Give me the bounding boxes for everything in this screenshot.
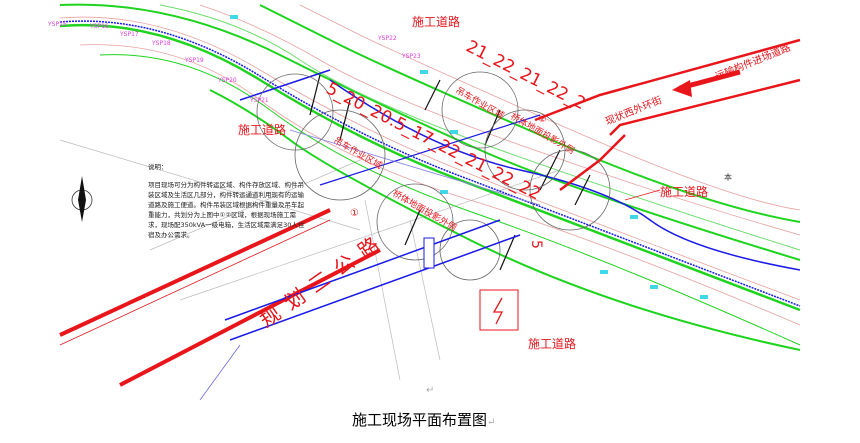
notes-heading: 说明：: [148, 163, 168, 171]
lightning-icon: [492, 297, 504, 325]
site-plan-drawing: YSP15 YSP16 YSP17 YSP18 YSP19 YSP20 YSP2…: [47, 3, 801, 400]
pier-label: YSP18: [151, 40, 171, 47]
pier-label: YSP15: [47, 21, 67, 28]
pier-label: YSP22: [377, 35, 397, 42]
construction-road-label: 施工道路: [412, 14, 460, 29]
paragraph-mark: ↵: [487, 417, 496, 428]
figure-caption: 施工现场平面布置图↵: [352, 409, 495, 430]
construction-road-label: 施工道路: [238, 122, 286, 137]
pier-label: YSP20: [217, 77, 237, 84]
notes-body: 项目现场可分为构件转运区域、构件存放区域、构件吊装区域及生活区几部分，构件转运通…: [148, 181, 305, 239]
electrical-box: [479, 289, 519, 331]
pier-label-group: YSP15 YSP16 YSP17 YSP18 YSP19 YSP20 YSP2…: [47, 21, 421, 104]
storage-box: [423, 237, 435, 269]
bridge-corridor: [59, 3, 801, 351]
mark-ben: 本: [724, 172, 732, 182]
dimension-side: 5: [528, 240, 544, 249]
construction-road-label: 施工道路: [660, 184, 708, 199]
planned-road-band: [199, 219, 521, 400]
cyan-markers: [230, 15, 708, 299]
north-arrow-icon: [71, 176, 93, 222]
pier-label: YSP16: [89, 23, 109, 30]
pier-label: YSP17: [119, 31, 139, 38]
zone-2-label: ②: [538, 114, 547, 125]
notes-block: 说明： 项目现场可分为构件转运区域、构件存放区域、构件吊装区域及生活区几部分，构…: [148, 162, 308, 240]
pier-label: YSP19: [184, 57, 204, 64]
planned-road-label: 规划三公路: [255, 226, 392, 332]
pier-label: YSP21: [249, 97, 269, 104]
pier-marks: [309, 74, 591, 271]
crane-radius-circles: [256, 71, 611, 281]
construction-road-label: 施工道路: [528, 336, 576, 351]
paragraph-mark: ↵: [426, 385, 435, 396]
red-roads: [59, 38, 801, 387]
zone-1-label: ①: [350, 208, 359, 219]
pier-label: YSP23: [401, 53, 421, 60]
caption-text: 施工现场平面布置图: [352, 411, 488, 429]
